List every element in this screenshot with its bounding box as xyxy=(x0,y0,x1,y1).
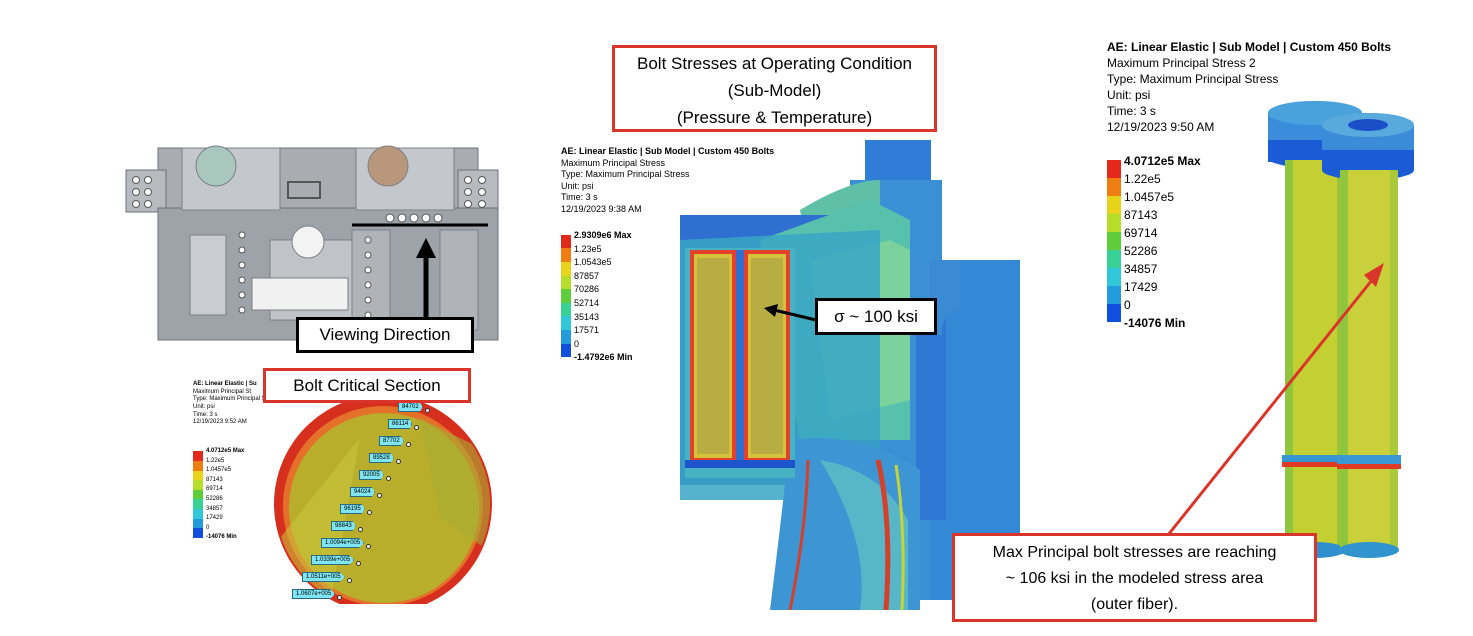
legend-label: 1.23e5 xyxy=(574,243,602,254)
probe-point xyxy=(386,476,391,481)
probe-label: 94024 xyxy=(350,487,375,497)
legend-swatch xyxy=(193,508,203,519)
legend-swatch xyxy=(193,489,203,500)
legend-max-label: 4.0712e5 Max xyxy=(1124,154,1201,168)
probe-point xyxy=(367,510,372,515)
legend-swatch xyxy=(193,518,203,529)
legend-swatch xyxy=(561,343,571,358)
sigma-label: σ ~ 100 ksi xyxy=(815,298,937,335)
middle-result-header: AE: Linear Elastic | Sub Model | Custom … xyxy=(561,146,775,214)
section-legend: 4.0712e5 Max 1.22e5 1.0457e5 87143 69714 5228… xyxy=(193,448,263,546)
probe-point xyxy=(356,561,361,566)
legend-label: 1.0457e5 xyxy=(1124,190,1175,204)
legend-swatch xyxy=(193,460,203,471)
probe-label: 96195 xyxy=(340,504,365,514)
probe-label: 1.0339e+005 xyxy=(311,555,355,565)
legend-label: 1.22e5 xyxy=(1124,172,1161,186)
legend-label: 34857 xyxy=(206,505,223,512)
sigma-arrow xyxy=(764,304,817,322)
legend-swatch xyxy=(193,480,203,490)
legend-label: 52286 xyxy=(1124,244,1158,258)
probe-label: 86114 xyxy=(388,419,413,429)
legend-swatch xyxy=(193,451,203,461)
probe-point xyxy=(406,442,411,447)
legend-swatch xyxy=(1107,178,1121,197)
bolt-critical-section-label: Bolt Critical Section xyxy=(263,368,471,403)
probe-label: 92005 xyxy=(359,470,384,480)
section-result-header: AE: Linear Elastic | Su Maximum Principa… xyxy=(193,381,279,426)
legend-label: 17429 xyxy=(206,515,223,522)
probe-point xyxy=(358,527,363,532)
legend-swatch xyxy=(1107,196,1121,215)
legend-max-label: 2.9309e6 Max xyxy=(574,230,632,240)
legend-label: 0 xyxy=(206,524,210,531)
legend-label: 1.0457e5 xyxy=(206,467,232,474)
legend-label: 1.22e5 xyxy=(206,457,225,464)
legend-label: 87143 xyxy=(206,476,223,483)
legend-swatch xyxy=(1107,232,1121,251)
probe-point xyxy=(347,578,352,583)
max-principal-arrow xyxy=(1158,263,1384,546)
legend-label: 17429 xyxy=(1124,280,1158,294)
probe-point xyxy=(377,493,382,498)
legend-label: 1.0543e5 xyxy=(574,257,612,268)
legend-label: 35143 xyxy=(574,311,600,322)
probe-point xyxy=(396,459,401,464)
legend-swatch xyxy=(1107,286,1121,305)
legend-swatch xyxy=(561,316,571,330)
legend-label: 52714 xyxy=(574,298,600,308)
legend-swatch xyxy=(561,261,571,276)
probe-label: 98843 xyxy=(331,521,356,531)
legend-swatch xyxy=(561,329,571,344)
legend-swatch xyxy=(1107,304,1121,323)
legend-label: 69714 xyxy=(206,486,223,493)
legend-label: 87143 xyxy=(1124,208,1158,222)
assembly-view-image xyxy=(125,145,499,341)
legend-label: 69714 xyxy=(1124,226,1158,240)
legend-swatch xyxy=(1107,268,1121,287)
legend-swatch xyxy=(1107,214,1121,233)
probe-point xyxy=(414,425,419,430)
legend-label: 87857 xyxy=(574,270,600,281)
legend-swatch xyxy=(193,470,203,481)
max-principal-note: Max Principal bolt stresses are reaching… xyxy=(952,533,1317,622)
probe-label: 1.0094e+005 xyxy=(321,538,365,548)
legend-max-label: 4.0712e5 Max xyxy=(206,448,245,454)
legend-label: 34857 xyxy=(1124,262,1158,276)
legend-min-label: -14076 Min xyxy=(1124,316,1186,330)
legend-swatch xyxy=(1107,160,1121,179)
probe-point xyxy=(337,595,342,600)
probe-label: 87702 xyxy=(379,436,404,446)
sub-model-contour xyxy=(680,140,1020,610)
probe-point xyxy=(425,408,430,413)
probe-label: 1.0607e+005 xyxy=(292,589,336,599)
probe-label: 84702 xyxy=(398,402,423,412)
legend-label: 0 xyxy=(574,338,580,349)
legend-swatch xyxy=(561,248,571,262)
legend-label: 70286 xyxy=(574,284,600,295)
right-result-header: AE: Linear Elastic | Sub Model | Custom … xyxy=(1107,40,1392,134)
legend-swatch xyxy=(561,302,571,317)
middle-legend: 2.9309e6 Max 1.23e5 1.0543e5 87857 70286 5271… xyxy=(561,230,661,366)
legend-label: 17571 xyxy=(574,325,600,336)
legend-swatch xyxy=(193,528,203,538)
probe-point xyxy=(366,544,371,549)
probe-label: 89528 xyxy=(369,453,394,463)
right-legend: 4.0712e5 Max 1.22e5 1.0457e5 87143 69714 5228… xyxy=(1107,154,1237,334)
probe-label: 1.0511e+005 xyxy=(302,572,345,582)
legend-swatch xyxy=(561,275,571,290)
legend-min-label: -1.4792e6 Min xyxy=(574,352,633,363)
legend-swatch xyxy=(561,234,571,249)
legend-swatch xyxy=(193,499,203,509)
bolt-stresses-title: Bolt Stresses at Operating Condition (Su… xyxy=(612,45,937,132)
viewing-direction-label: Viewing Direction xyxy=(296,317,474,353)
legend-swatch xyxy=(561,289,571,303)
legend-label: 0 xyxy=(1124,298,1131,312)
legend-min-label: -14076 Min xyxy=(206,534,237,541)
legend-label: 52286 xyxy=(206,496,223,502)
legend-swatch xyxy=(1107,250,1121,269)
